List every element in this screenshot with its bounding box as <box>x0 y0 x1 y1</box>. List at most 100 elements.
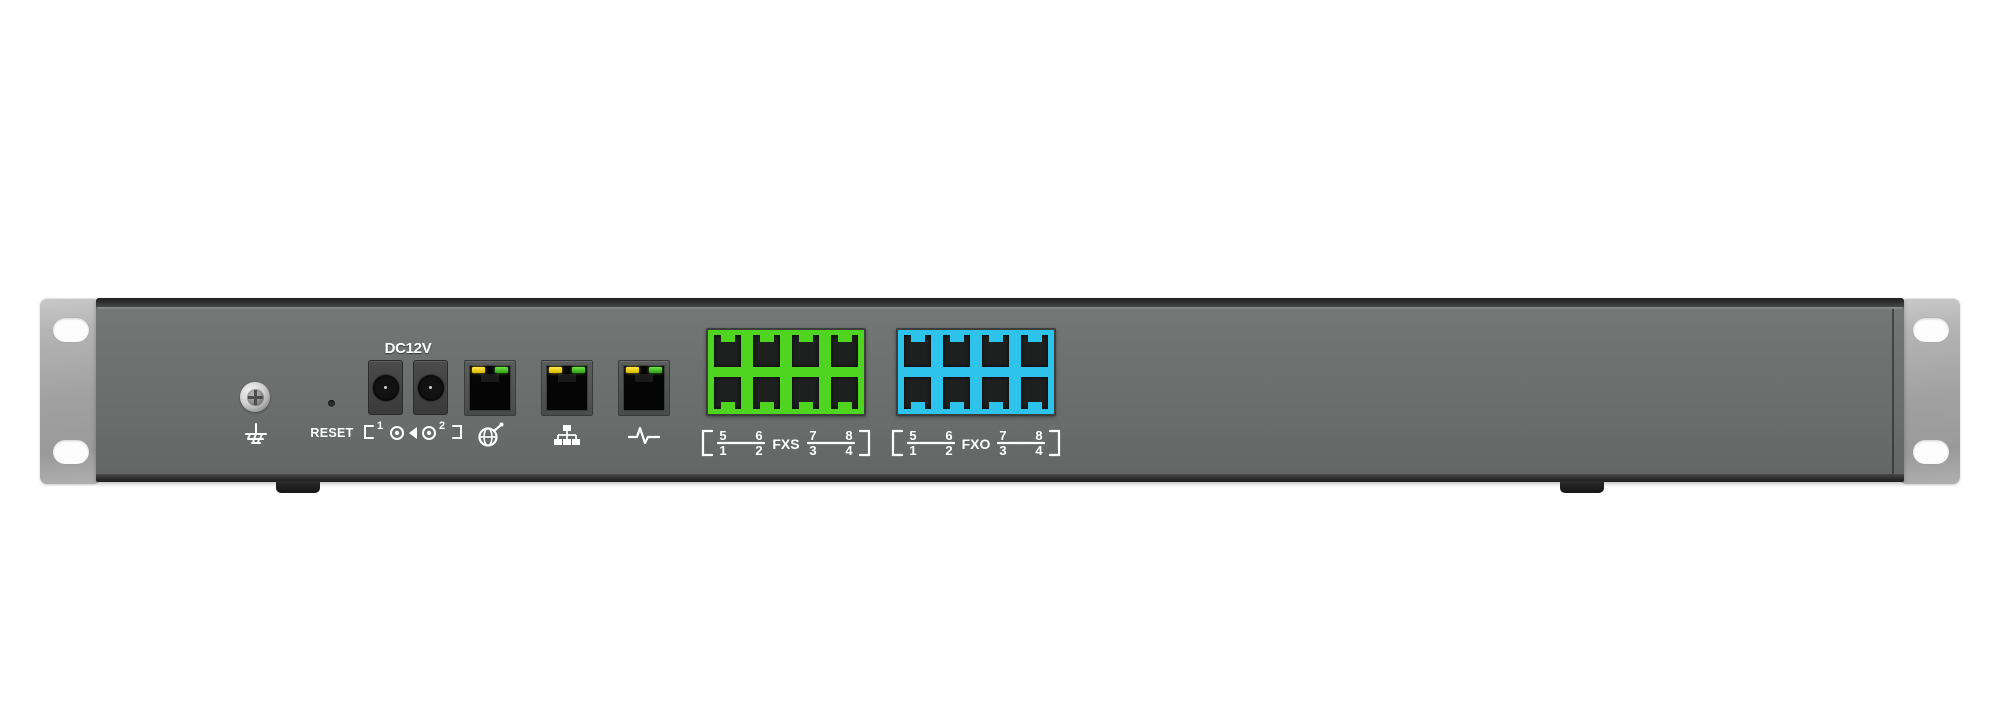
rj45-lan-port[interactable] <box>541 360 593 416</box>
fxo-port-1-notch <box>910 402 925 409</box>
fxo-port-6-notch <box>949 335 964 342</box>
fxs-port-6-hole <box>753 335 780 367</box>
rack-ear-right-hole-top <box>1913 318 1949 342</box>
dc-jack-2[interactable] <box>413 360 448 415</box>
fxo-num-bottom-2: 2 <box>945 443 952 458</box>
fxo-num-top-1: 5 <box>909 428 916 443</box>
fxo-port-8-notch <box>1027 335 1042 342</box>
fxs-port-5[interactable] <box>708 330 747 372</box>
fxs-port-8[interactable] <box>825 330 864 372</box>
fxo-port-grid <box>898 330 1054 414</box>
fxo-num-top-2: 6 <box>945 428 952 443</box>
fxs-num-top-1: 5 <box>719 428 726 443</box>
fxs-port-6-notch <box>759 335 774 342</box>
fxo-num-top-3: 7 <box>999 428 1006 443</box>
rj45-wan-tab <box>481 374 499 382</box>
dc12v-label: DC12V <box>384 340 432 357</box>
fxs-port-3[interactable] <box>786 372 825 414</box>
fxo-port-6-hole <box>943 335 970 367</box>
fxo-port-2[interactable] <box>937 372 976 414</box>
dc-jack-1-barrel <box>372 374 399 401</box>
chassis-top-highlight <box>98 307 1902 309</box>
fxo-port-3[interactable] <box>976 372 1015 414</box>
fxo-port-block-inner <box>898 330 1054 414</box>
rj45-lan-tab <box>558 374 576 382</box>
fxs-port-8-hole <box>831 335 858 367</box>
rj45-console-led-green <box>649 367 662 373</box>
fxo-block-name: FXO <box>962 436 991 452</box>
fxo-port-4-notch <box>1027 402 1042 409</box>
fxo-port-numbering-label: 5 1 6 2 FXO 7 3 8 4 <box>888 426 1064 460</box>
rj45-console-tab <box>635 374 653 382</box>
fxs-port-5-hole <box>714 335 741 367</box>
fxo-port-6[interactable] <box>937 330 976 372</box>
fxs-port-5-notch <box>720 335 735 342</box>
fxo-port-2-notch <box>949 402 964 409</box>
ground-screw[interactable] <box>240 382 270 412</box>
rj45-console-port[interactable] <box>618 360 670 416</box>
rj45-wan-led-green <box>495 367 508 373</box>
fxs-port-4-hole <box>831 377 858 409</box>
fxo-port-7-notch <box>988 335 1003 342</box>
fxs-num-top-4: 8 <box>845 428 852 443</box>
rack-ear-left <box>40 298 102 484</box>
fxs-port-8-notch <box>837 335 852 342</box>
fxs-port-grid <box>708 330 864 414</box>
svg-text:1: 1 <box>377 420 383 432</box>
network-lan-icon <box>551 422 583 448</box>
chassis-bottom-bevel <box>96 474 1904 482</box>
heartbeat-sync-icon <box>627 424 661 446</box>
fxs-port-block-inner <box>708 330 864 414</box>
rack-ear-right <box>1898 298 1960 484</box>
fxo-port-8-hole <box>1021 335 1048 367</box>
chassis-foot-right <box>1560 481 1604 493</box>
fxo-num-bottom-4: 4 <box>1035 443 1043 458</box>
fxs-port-7[interactable] <box>786 330 825 372</box>
fxo-port-block[interactable] <box>896 328 1056 416</box>
fxs-port-1-notch <box>720 402 735 409</box>
fxo-port-7[interactable] <box>976 330 1015 372</box>
dc-polarity-icon: 1 2 <box>361 420 465 446</box>
chassis: RESET DC12V <box>96 298 1904 493</box>
fxo-port-1[interactable] <box>898 372 937 414</box>
fxs-port-6[interactable] <box>747 330 786 372</box>
fxs-num-top-3: 7 <box>809 428 816 443</box>
fxs-port-2-hole <box>753 377 780 409</box>
fxs-port-1-hole <box>714 377 741 409</box>
dc-jack-1-pin <box>384 386 387 389</box>
reset-pinhole[interactable] <box>328 400 335 407</box>
ground-screw-slot <box>246 388 264 406</box>
fxs-port-block[interactable] <box>706 328 866 416</box>
fxs-num-bottom-3: 3 <box>809 443 816 458</box>
fxo-port-3-notch <box>988 402 1003 409</box>
fxo-port-5[interactable] <box>898 330 937 372</box>
rack-ear-left-hole-top <box>53 318 89 342</box>
dc-jack-1[interactable] <box>368 360 403 415</box>
fxo-port-4-hole <box>1021 377 1048 409</box>
fxo-port-5-notch <box>910 335 925 342</box>
fxs-port-3-notch <box>798 402 813 409</box>
fxo-port-1-hole <box>904 377 931 409</box>
rj45-wan-led-yellow <box>472 367 485 373</box>
fxs-port-3-hole <box>792 377 819 409</box>
fxs-port-2-notch <box>759 402 774 409</box>
fxs-port-1[interactable] <box>708 372 747 414</box>
fxs-port-2[interactable] <box>747 372 786 414</box>
fxo-port-4[interactable] <box>1015 372 1054 414</box>
fxs-port-4-notch <box>837 402 852 409</box>
rack-ear-right-hole-bottom <box>1913 440 1949 464</box>
fxs-port-4[interactable] <box>825 372 864 414</box>
fxs-block-name: FXS <box>772 436 799 452</box>
fxs-num-bottom-1: 1 <box>719 443 726 458</box>
globe-wan-icon <box>474 422 506 448</box>
fxs-num-bottom-2: 2 <box>755 443 762 458</box>
svg-text:2: 2 <box>439 420 445 432</box>
rj45-wan-port[interactable] <box>464 360 516 416</box>
fxs-port-7-hole <box>792 335 819 367</box>
fxs-num-bottom-4: 4 <box>845 443 853 458</box>
fxo-port-8[interactable] <box>1015 330 1054 372</box>
rj45-console-led-yellow <box>626 367 639 373</box>
fxo-port-2-hole <box>943 377 970 409</box>
chassis-right-seam <box>1892 309 1894 474</box>
